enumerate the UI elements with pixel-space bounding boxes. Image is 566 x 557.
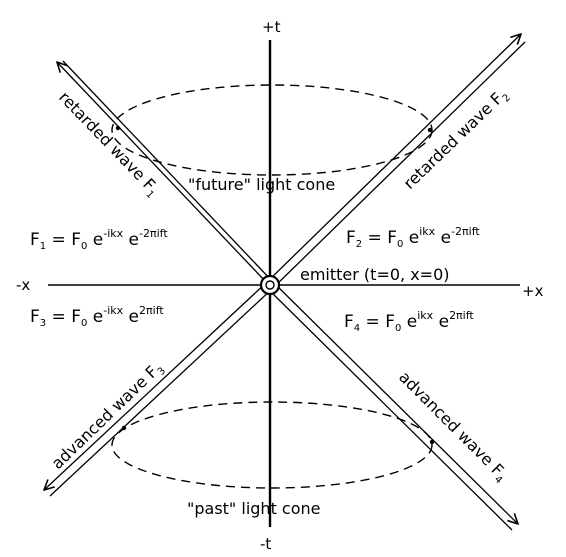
wave-line-f4 bbox=[266, 281, 518, 531]
wave-line-f1 bbox=[57, 60, 274, 284]
equation-f2: F2 = F0 eikx e-2πift bbox=[346, 225, 480, 250]
future-light-cone-ellipse bbox=[111, 84, 433, 176]
emitter-label: emitter (t=0, x=0) bbox=[300, 265, 450, 284]
wave-label-f2: retarded wave F2 bbox=[400, 84, 514, 195]
wave-label-f1: retarded wave F1 bbox=[53, 88, 164, 202]
future-light-cone-label: "future" light cone bbox=[188, 175, 335, 194]
wave-label-f4: advanced wave F4 bbox=[393, 367, 512, 486]
past-light-cone-ellipse bbox=[111, 401, 433, 489]
t-positive-label: +t bbox=[262, 18, 281, 36]
x-negative-label: -x bbox=[16, 276, 30, 294]
cone-intersection-dot bbox=[115, 125, 121, 131]
cone-intersection-dot bbox=[427, 127, 433, 133]
wave-label-f3: advanced wave F3 bbox=[48, 358, 168, 475]
t-negative-label: -t bbox=[260, 535, 271, 553]
emitter-circle bbox=[259, 274, 281, 296]
equation-f4: F4 = F0 eikx e2πift bbox=[344, 309, 474, 334]
past-light-cone-label: "past" light cone bbox=[187, 499, 321, 518]
emitter-inner-circle bbox=[265, 280, 275, 290]
wave-line-f3 bbox=[44, 281, 274, 497]
cone-intersection-dot bbox=[121, 425, 127, 431]
cone-intersection-dot bbox=[429, 439, 435, 445]
wave-line-f2 bbox=[266, 34, 526, 289]
equation-f1: F1 = F0 e-ikx e-2πift bbox=[30, 227, 168, 252]
x-positive-label: +x bbox=[522, 282, 544, 300]
equation-f3: F3 = F0 e-ikx e2πift bbox=[30, 304, 164, 329]
